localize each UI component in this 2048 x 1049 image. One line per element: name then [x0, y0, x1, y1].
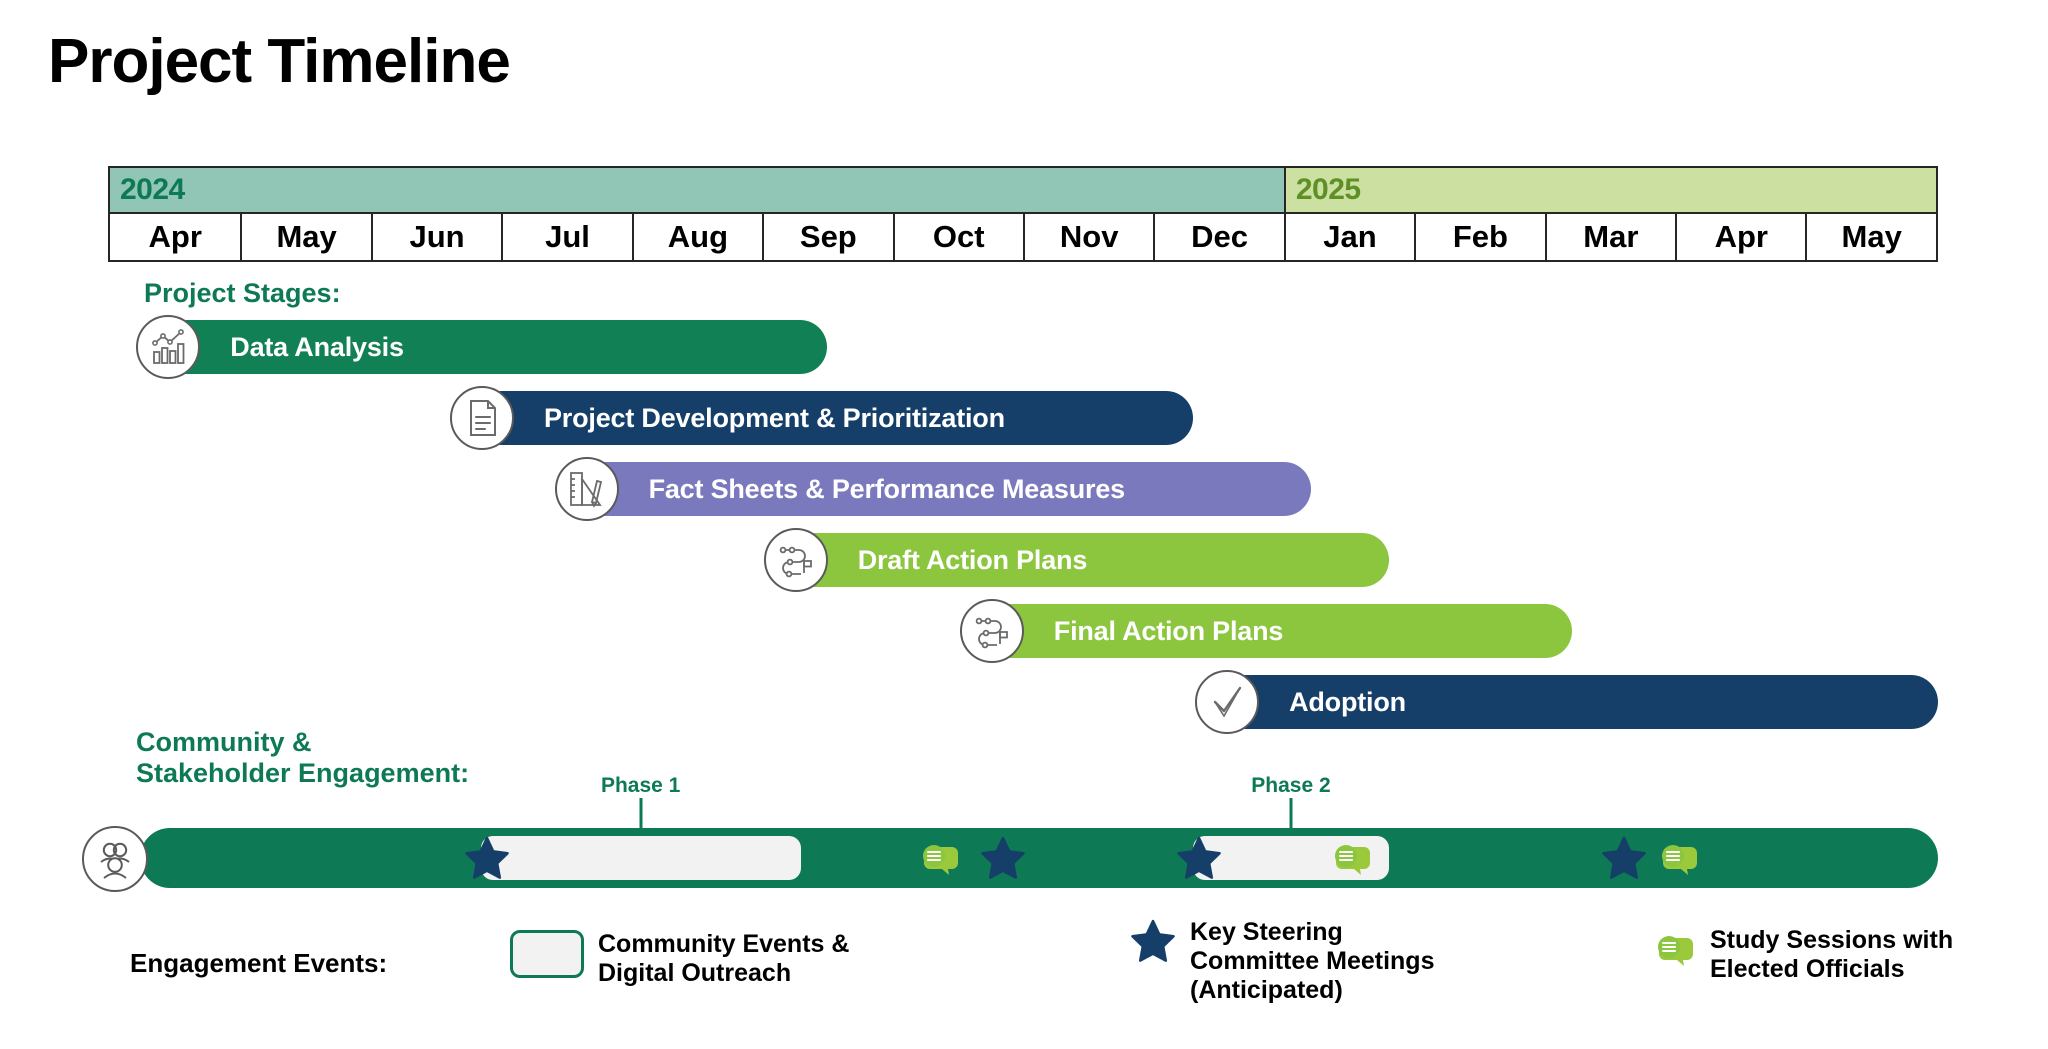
- chart-icon: [136, 315, 201, 379]
- month-cell: Oct: [892, 214, 1023, 260]
- stage-row: Final Action Plans: [959, 599, 1572, 663]
- month-cell: Dec: [1153, 214, 1283, 260]
- project-stages-label: Project Stages:: [144, 278, 341, 308]
- stage-bar[interactable]: Adoption: [1219, 675, 1938, 729]
- stage-label: Data Analysis: [230, 331, 404, 362]
- year-label: 2025: [1295, 173, 1361, 206]
- month-cell: Nov: [1022, 214, 1153, 260]
- phase-box: [480, 836, 801, 880]
- month-cell: Sep: [762, 214, 892, 260]
- legend-item-label: Community Events & Digital Outreach: [598, 930, 850, 987]
- legend: Engagement Events: Community Events & Di…: [130, 918, 2010, 1038]
- roadmap-icon: [959, 599, 1024, 663]
- phase-label: Phase 1: [600, 774, 681, 797]
- page-title: Project Timeline: [48, 27, 511, 96]
- document-icon: [450, 386, 514, 450]
- speech-bubble-icon: [1654, 835, 1700, 886]
- legend-item: Study Sessions with Elected Officials: [1650, 926, 1953, 984]
- legend-item-label: Key Steering Committee Meetings (Anticip…: [1190, 918, 1435, 1004]
- star-icon: [464, 835, 510, 886]
- stage-bar[interactable]: Final Action Plans: [983, 604, 1572, 658]
- month-cell: May: [1805, 214, 1935, 260]
- month-cell: Jan: [1283, 214, 1414, 260]
- phase-connector-line: [1289, 798, 1293, 828]
- people-group-icon: [82, 826, 148, 892]
- stage-row: Draft Action Plans: [763, 528, 1389, 592]
- stage-row: Data Analysis: [136, 315, 827, 379]
- star-icon: [1601, 835, 1647, 886]
- year-cell-2024: 2024: [110, 168, 1284, 212]
- stage-bar[interactable]: Draft Action Plans: [787, 533, 1389, 587]
- stage-bar[interactable]: Data Analysis: [160, 320, 827, 374]
- month-cell: Aug: [631, 214, 762, 260]
- stage-label: Adoption: [1289, 686, 1406, 717]
- month-cell: Mar: [1544, 214, 1675, 260]
- legend-item: Community Events & Digital Outreach: [510, 930, 849, 988]
- check-icon: [1195, 670, 1260, 734]
- month-cell: Apr: [148, 219, 202, 254]
- engagement-label: Community & Stakeholder Engagement:: [136, 727, 470, 788]
- stage-label: Fact Sheets & Performance Measures: [648, 473, 1126, 504]
- stage-label: Draft Action Plans: [857, 544, 1088, 575]
- stage-label: Project Development & Prioritization: [544, 402, 1005, 433]
- legend-title: Engagement Events:: [130, 948, 388, 978]
- star-icon: [1130, 918, 1176, 964]
- speech-bubble-icon: [1650, 926, 1696, 972]
- month-cell: Feb: [1414, 214, 1544, 260]
- legend-item: Key Steering Committee Meetings (Anticip…: [1130, 918, 1434, 1004]
- phase-label: Phase 2: [1251, 774, 1331, 797]
- stage-row: Project Development & Prioritization: [450, 386, 1193, 450]
- month-cell: Jul: [501, 214, 631, 260]
- stage-row: Fact Sheets & Performance Measures: [554, 457, 1311, 521]
- stage-row: Adoption: [1195, 670, 1938, 734]
- month-cell: May: [240, 214, 370, 260]
- year-label: 2024: [120, 173, 185, 206]
- speech-bubble-icon: [1327, 835, 1373, 886]
- legend-item-label: Study Sessions with Elected Officials: [1710, 926, 1954, 983]
- year-cell-2025: 2025: [1283, 168, 1936, 212]
- month-cell: Apr: [1675, 214, 1805, 260]
- month-cell: Jun: [370, 214, 501, 260]
- star-icon: [980, 835, 1026, 886]
- stage-bar[interactable]: Fact Sheets & Performance Measures: [578, 462, 1311, 516]
- phase-connector-line: [639, 798, 643, 828]
- speech-bubble-icon: [915, 835, 961, 886]
- roadmap-icon: [763, 528, 828, 592]
- engagement-track: [140, 828, 1938, 888]
- stage-label: Final Action Plans: [1053, 615, 1284, 646]
- year-header-row: 2024 2025: [108, 166, 1938, 212]
- star-icon: [1176, 835, 1222, 886]
- ruler-pencil-icon: [554, 457, 619, 521]
- rounded-box-swatch: [510, 930, 584, 978]
- stage-bar[interactable]: Project Development & Prioritization: [474, 391, 1193, 445]
